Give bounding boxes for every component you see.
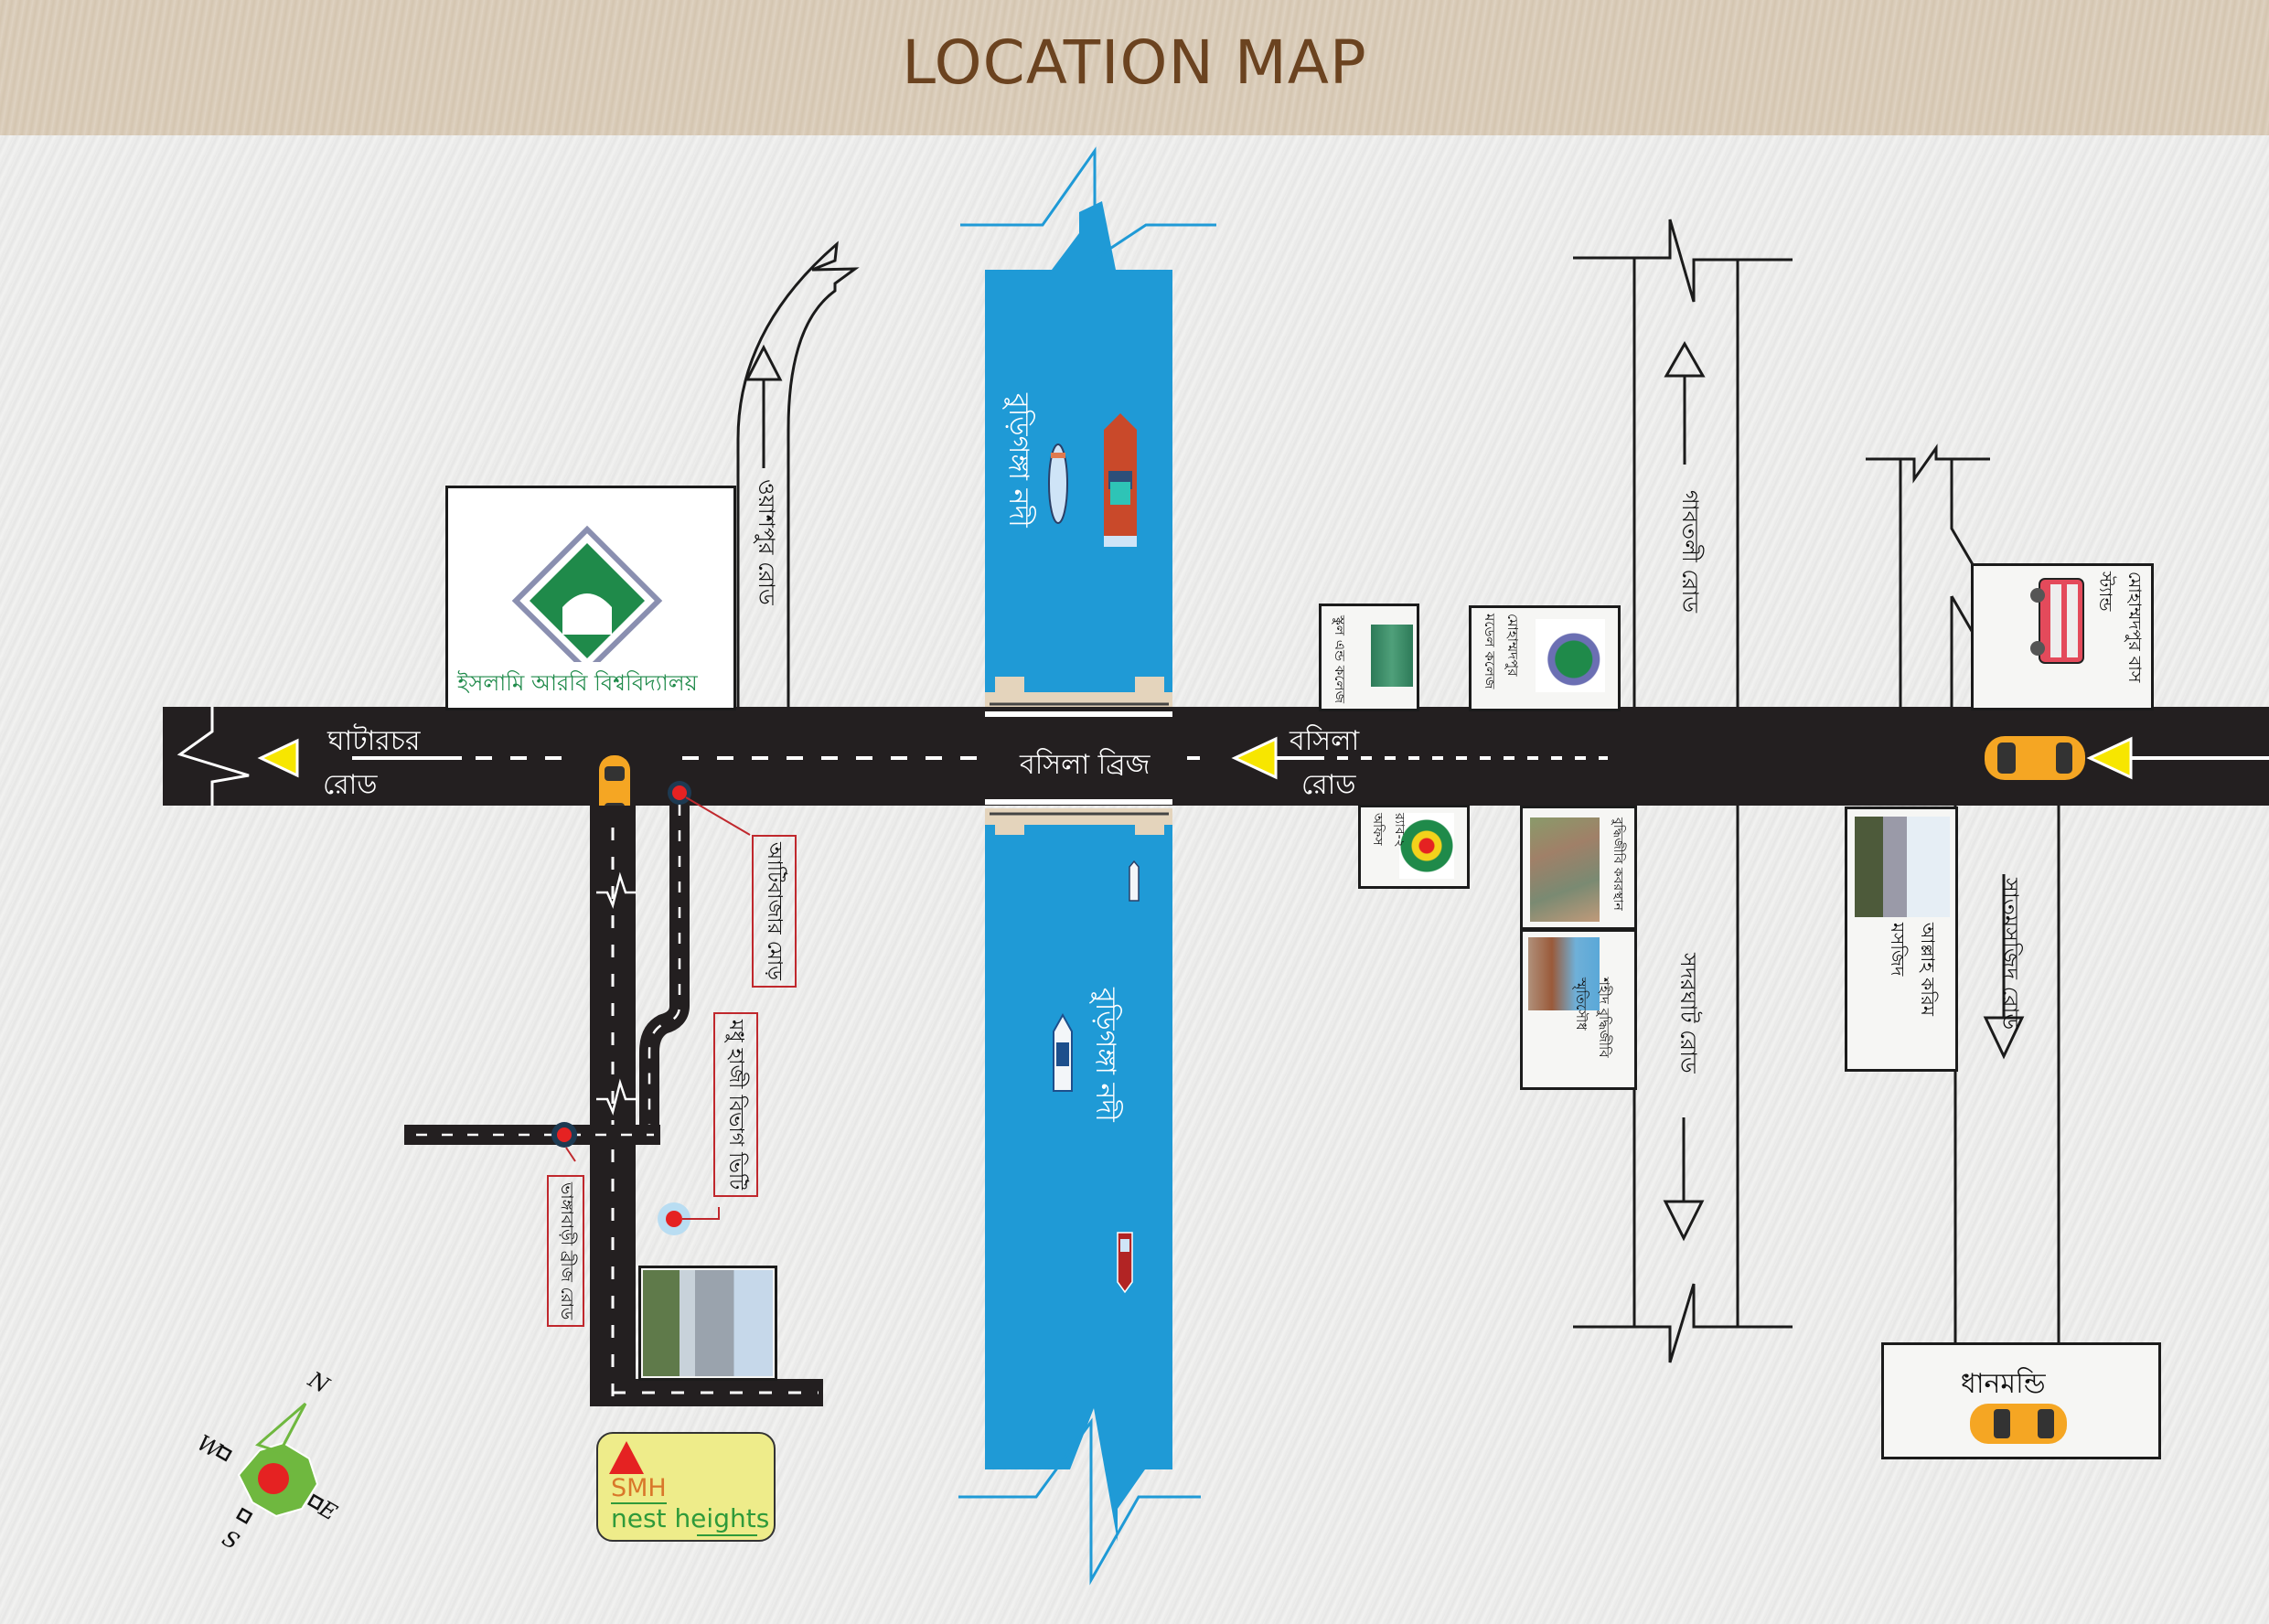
project-location-marker-icon [658,1202,690,1235]
north-arrow-icon [1664,340,1706,378]
college-logo-icon [1536,619,1605,692]
yacht-icon [1053,1012,1073,1092]
model-college-label: মোহাম্মদপুর মডেল কলেজ [1482,614,1521,689]
legend-project-name: nest heights [611,1503,770,1533]
memorial-label: শহীদ বুদ্ধিজীবি স্মৃতিসৌধ [1573,978,1612,1058]
taxi-car-icon [1970,1404,2067,1444]
landmark-rab-2: র‍্যাব-২ অফিস [1358,805,1470,889]
header-banner: LOCATION MAP [0,0,2269,135]
graveyard-photo [1530,817,1600,922]
road-label-gabtoli: গাবতলী রোড [1677,490,1703,613]
south-arrow-icon [1663,1200,1705,1242]
south-arrow-icon [1983,1016,2025,1060]
bus-stand-label: মোহাম্মদপুর বাস স্ট্যান্ড [2095,572,2145,683]
location-marker-icon [551,1122,577,1148]
landmark-memorial: শহীদ বুদ্ধিজীবি স্মৃতিসৌধ [1520,929,1637,1090]
west-arrow-icon [1231,736,1278,780]
main-road [163,707,2269,806]
landmark-bus-stand: মোহাম্মদপুর বাস স্ট্যান্ড [1971,563,2154,710]
callout-modhu-haji: মধু হাজী বিভাগ ভিটি [713,1012,758,1198]
page-title: LOCATION MAP [902,27,1367,98]
callout-atibazar-mor: আটিবাজার মোড় [752,835,797,988]
landmark-model-college: মোহাম্মদপুর মডেল কলেজ [1469,605,1621,711]
taxi-car-icon [1985,736,2085,780]
ferry-ship-icon [1104,413,1137,547]
landmark-mosque: আল্লাহ করিম মসজিদ [1845,807,1958,1072]
landmark-school-college: স্কুল এন্ড কলেজ [1319,604,1419,711]
school-logo-icon [1371,625,1413,687]
university-logo-icon [511,525,663,662]
university-name: ইসলামি আরবি বিশ্ববিদ্যালয় [457,670,698,696]
landmark-dhanmondi: ধানমন্ডি [1881,1342,2161,1459]
west-arrow-icon [257,738,299,778]
project-legend: SMH nest heights [596,1432,776,1542]
road-label-washpur: ওয়াশপুর রোড [754,479,779,605]
river [958,146,1216,1586]
boat-icon [1048,443,1068,524]
river-label-north: বুড়িগঙ্গা নদী [1002,393,1034,528]
callout-bhangabari-bridge-road: ভাঙ্গাবাড়ী ব্রীজ রোড [547,1175,584,1328]
road-label-ghatarchar-road: রোড [323,769,378,801]
mosque-photo [1855,817,1950,917]
project-triangle-icon [609,1441,644,1474]
north-road-left [736,240,860,707]
landmark-islamic-arabic-university: ইসলামি আরবি বিশ্ববিদ্যালয় [445,486,736,710]
road-label-sadarghat: সদরঘাট রোড [1675,953,1701,1074]
graveyard-label: বুদ্ধিজীবি কবরস্থান [1611,817,1625,911]
rab-logo-icon [1399,813,1454,879]
red-boat-icon [1117,1232,1133,1294]
school-college-label: স্কুল এন্ড কলেজ [1332,615,1348,704]
dhanmondi-label: ধানমন্ডি [1961,1368,2046,1400]
legend-brand: SMH [611,1474,667,1504]
memorial-photo [1528,937,1600,1010]
speedboat-icon [1129,860,1140,902]
side-roads [404,796,823,1406]
road-label-bosila-road: রোড [1301,769,1356,801]
bridge-label: বসিলা ব্রিজ [1020,749,1151,781]
north-road-mid [1573,219,1793,707]
project-building-photo [638,1266,777,1381]
rab-2-label: র‍্যাব-২ অফিস [1370,813,1407,848]
road-label-bosila: বসিলা [1290,725,1360,757]
compass-icon [215,1402,325,1524]
river-label-south: বুড়িগঙ্গা নদী [1089,988,1121,1122]
mosque-label: আল্লাহ করিম মসজিদ [1887,923,1939,1017]
road-label-ghatarchar: ঘাটারচর [327,725,421,757]
location-marker-icon [668,781,691,805]
road-label-satmasjid: সাতমসজিদ রোড [1997,878,2023,1031]
bus-icon [2030,578,2084,664]
landmark-graveyard: বুদ্ধিজীবি কবরস্থান [1520,806,1637,930]
west-arrow-icon [2086,736,2133,780]
